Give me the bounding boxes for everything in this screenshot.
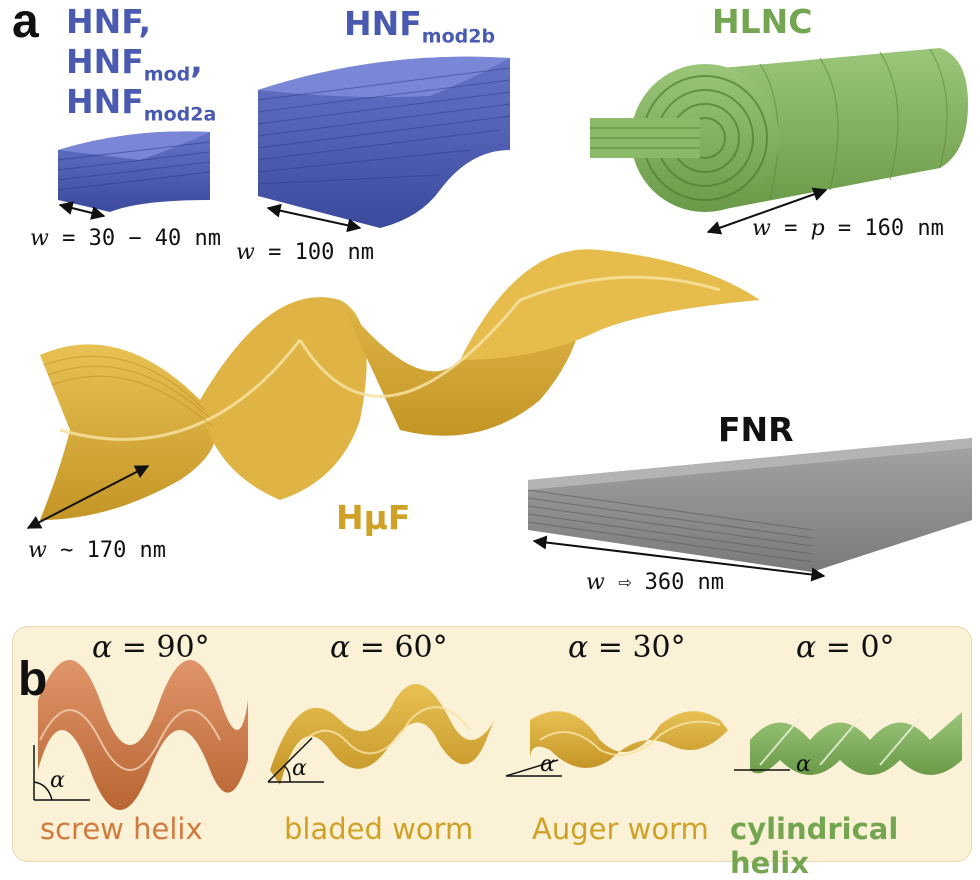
hnf-mod-sub: mod bbox=[143, 63, 191, 86]
bladed-worm-angle-symbol: α bbox=[292, 756, 307, 781]
fnr-width-label: w ⇨ 360 nm bbox=[586, 570, 724, 595]
fnr-width-var: w bbox=[586, 570, 605, 595]
hnf-mod-label: HNFmod, bbox=[66, 42, 203, 86]
humf-width-label: w ~ 170 nm bbox=[28, 538, 166, 563]
hnf-fibril-illustration bbox=[57, 131, 211, 220]
cylindrical-helix-angle-symbol: α bbox=[796, 752, 811, 777]
panel-a-letter: a bbox=[12, 0, 39, 48]
hlnc-width-label: w = p = 160 nm bbox=[752, 216, 944, 241]
hlnc-width-var-w: w bbox=[752, 216, 771, 241]
auger-worm-angle-mark: α bbox=[540, 752, 555, 777]
panel-b-letter: b bbox=[18, 653, 48, 706]
humf-label: HμF bbox=[336, 498, 411, 537]
alpha-0-value: = 0° bbox=[816, 630, 895, 665]
auger-worm-illustration bbox=[505, 711, 728, 777]
hnf-mod2b-illustration bbox=[257, 56, 511, 233]
hnf-width-value: = 30 − 40 nm bbox=[48, 226, 222, 251]
screw-helix-angle-mark: α bbox=[50, 768, 65, 793]
hnf-width-label: w = 30 − 40 nm bbox=[30, 226, 221, 251]
hnf-mod2b-main: HNF bbox=[344, 4, 422, 43]
hnf-mod-main: HNF bbox=[66, 42, 144, 81]
alpha-90-label: α = 90° bbox=[92, 630, 210, 665]
hlnc-width-mid: = bbox=[770, 216, 811, 241]
alpha-30-value: = 30° bbox=[588, 630, 686, 665]
auger-worm-angle-symbol: α bbox=[540, 752, 555, 777]
alpha-0-label: α = 0° bbox=[796, 630, 895, 665]
alpha-60-symbol: α bbox=[330, 630, 351, 665]
fnr-width-value: ⇨ 360 nm bbox=[604, 570, 725, 595]
hnf-mod2b-width-label: w = 100 nm bbox=[236, 240, 374, 265]
hnf-mod2b-label: HNFmod2b bbox=[344, 4, 495, 48]
bladed-worm-illustration bbox=[267, 684, 495, 785]
humf-ribbon-illustration bbox=[26, 249, 760, 529]
cylindrical-helix-angle-mark: α bbox=[796, 752, 811, 777]
caption-bladed-worm: bladed worm bbox=[284, 812, 474, 846]
hlnc-width-var-p: p bbox=[810, 216, 825, 241]
hnf-mod-comma: , bbox=[190, 42, 203, 81]
humf-width-value: ~ 170 nm bbox=[46, 538, 167, 563]
alpha-60-label: α = 60° bbox=[330, 630, 448, 665]
alpha-0-symbol: α bbox=[796, 630, 817, 665]
hnf-mod2a-main: HNF bbox=[66, 82, 144, 121]
hlnc-width-value: = 160 nm bbox=[824, 216, 944, 241]
fnr-label: FNR bbox=[718, 410, 794, 449]
hnf-mod2a-label: HNFmod2a bbox=[66, 82, 216, 126]
bladed-worm-angle-mark: α bbox=[292, 756, 307, 781]
caption-cylindrical-helix: cylindrical helix bbox=[730, 812, 899, 880]
hnf-label-line1: HNF, bbox=[66, 2, 152, 41]
alpha-30-label: α = 30° bbox=[568, 630, 686, 665]
fnr-ribbon-illustration bbox=[527, 438, 972, 582]
hnf-width-var: w bbox=[30, 226, 49, 251]
hnf-mod2b-width-value: = 100 nm bbox=[254, 240, 375, 265]
humf-width-var: w bbox=[28, 538, 47, 563]
screw-helix-angle-symbol: α bbox=[50, 768, 65, 793]
hnf-mod2b-width-var: w bbox=[236, 240, 255, 265]
hnf-mod2b-sub: mod2b bbox=[421, 25, 496, 48]
caption-screw-helix: screw helix bbox=[40, 812, 203, 846]
hnf-mod2a-sub: mod2a bbox=[143, 103, 217, 126]
hlnc-label: HLNC bbox=[712, 2, 813, 41]
hlnc-roll-illustration bbox=[590, 48, 968, 235]
alpha-60-value: = 60° bbox=[350, 630, 448, 665]
alpha-90-symbol: α bbox=[92, 630, 113, 665]
cylindrical-helix-illustration bbox=[734, 712, 962, 775]
caption-auger-worm: Auger worm bbox=[532, 812, 709, 846]
alpha-30-symbol: α bbox=[568, 630, 589, 665]
screw-helix-illustration bbox=[33, 660, 248, 810]
alpha-90-value: = 90° bbox=[112, 630, 210, 665]
